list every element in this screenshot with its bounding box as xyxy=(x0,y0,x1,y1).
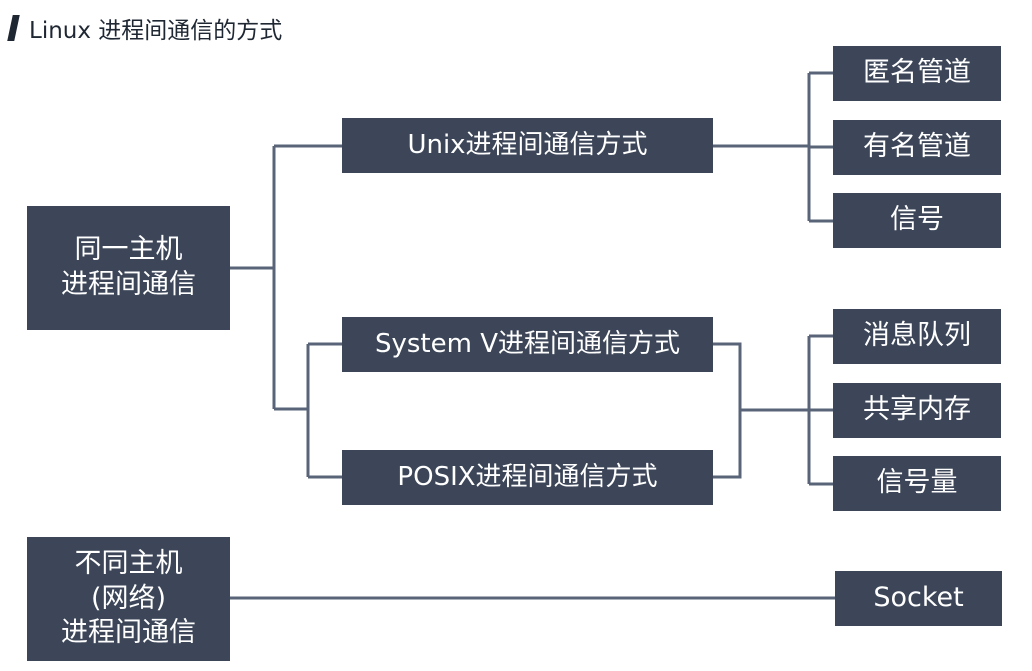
leaf-named-pipe: 有名管道 xyxy=(833,120,1001,175)
connector-sysv-posix-left xyxy=(306,342,342,479)
connector-shared-leaves xyxy=(713,334,833,486)
leaf-socket: Socket xyxy=(835,571,1002,626)
node-different-host-ipc: 不同主机 (网络) 进程间通信 xyxy=(27,537,230,661)
leaf-message-queue: 消息队列 xyxy=(833,309,1001,364)
leaf-anonymous-pipe: 匿名管道 xyxy=(833,46,1001,101)
node-same-host-ipc: 同一主机 进程间通信 xyxy=(27,206,230,330)
node-posix-ipc: POSIX进程间通信方式 xyxy=(342,450,713,505)
node-system-v-ipc: System V进程间通信方式 xyxy=(342,317,713,372)
leaf-shared-memory: 共享内存 xyxy=(833,383,1001,438)
node-unix-ipc: Unix进程间通信方式 xyxy=(342,118,713,173)
connector-unix-leaves xyxy=(713,71,833,223)
title-text: Linux 进程间通信的方式 xyxy=(29,18,283,44)
connector-root1 xyxy=(230,144,342,411)
diagram-title: Linux 进程间通信的方式 xyxy=(7,10,283,46)
leaf-semaphore: 信号量 xyxy=(833,456,1001,511)
leaf-signal: 信号 xyxy=(833,193,1001,248)
